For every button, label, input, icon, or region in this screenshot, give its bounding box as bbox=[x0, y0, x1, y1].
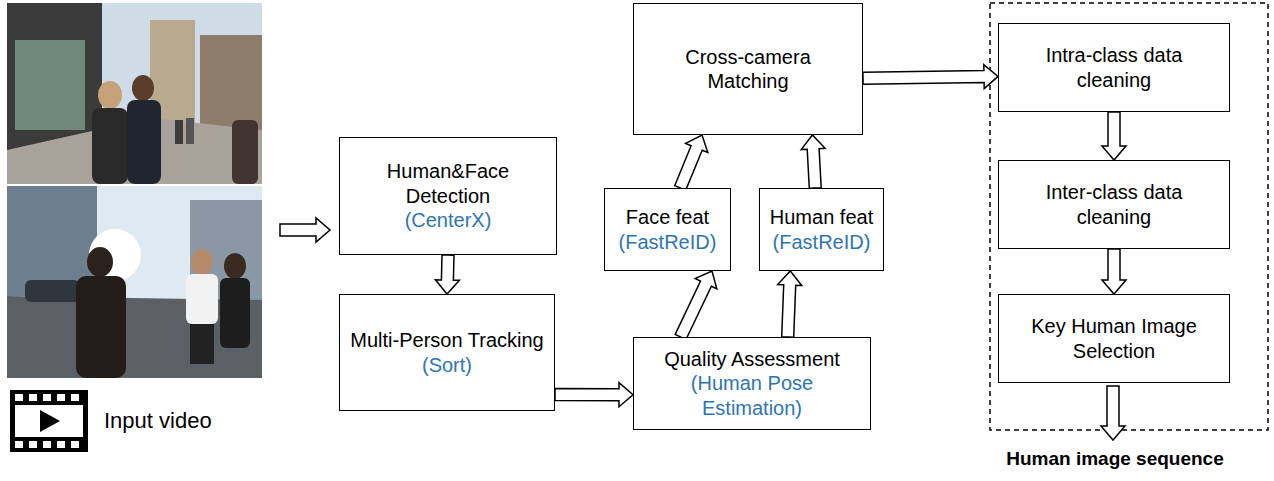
street-photo bbox=[7, 186, 262, 378]
box-content: Multi-Person Tracking(Sort) bbox=[350, 328, 543, 377]
box-content: Face feat(FastReID) bbox=[619, 205, 717, 254]
input-label: Input video bbox=[104, 408, 274, 434]
step-name: Face feat bbox=[619, 205, 717, 229]
block-arrow bbox=[863, 65, 998, 89]
block-arrow bbox=[1101, 386, 1125, 440]
box-content: Human&Face Detection(CenterX) bbox=[348, 159, 548, 232]
process-box: Intra-class data cleaning bbox=[998, 23, 1230, 112]
method-name: (Sort) bbox=[350, 353, 543, 377]
box-content: Human feat(FastReID) bbox=[770, 205, 873, 254]
method-name: (FastReID) bbox=[619, 230, 717, 254]
video-icon bbox=[10, 390, 88, 452]
step-name: Quality Assessment bbox=[642, 347, 862, 371]
process-box: Face feat(FastReID) bbox=[604, 188, 731, 271]
step-name: Key Human Image Selection bbox=[1007, 314, 1221, 363]
box-content: Key Human Image Selection bbox=[1007, 314, 1221, 363]
block-arrow bbox=[280, 218, 330, 242]
step-name: Intra-class data cleaning bbox=[1007, 43, 1221, 92]
box-content: Cross-camera Matching bbox=[642, 45, 854, 94]
process-box: Inter-class data cleaning bbox=[998, 160, 1230, 249]
method-name: (Human Pose Estimation) bbox=[642, 371, 862, 420]
block-arrow bbox=[1102, 112, 1126, 160]
output-label: Human image sequence bbox=[995, 448, 1235, 470]
street-photo bbox=[7, 3, 262, 184]
process-box: Human feat(FastReID) bbox=[759, 188, 884, 271]
block-arrow bbox=[555, 383, 633, 407]
method-name: (CenterX) bbox=[348, 208, 548, 232]
block-arrow bbox=[435, 255, 459, 294]
step-name: Cross-camera Matching bbox=[642, 45, 854, 94]
step-name: Multi-Person Tracking bbox=[350, 328, 543, 352]
process-box: Human&Face Detection(CenterX) bbox=[339, 137, 557, 255]
process-box: Multi-Person Tracking(Sort) bbox=[339, 294, 555, 411]
step-name: Inter-class data cleaning bbox=[1007, 180, 1221, 229]
box-content: Quality Assessment(Human Pose Estimation… bbox=[642, 347, 862, 420]
step-name: Human feat bbox=[770, 205, 873, 229]
method-name: (FastReID) bbox=[770, 230, 873, 254]
dashed-group bbox=[990, 3, 1268, 430]
box-content: Inter-class data cleaning bbox=[1007, 180, 1221, 229]
block-arrow bbox=[675, 135, 708, 190]
box-content: Intra-class data cleaning bbox=[1007, 43, 1221, 92]
block-arrow bbox=[801, 135, 825, 188]
process-box: Quality Assessment(Human Pose Estimation… bbox=[633, 337, 871, 430]
process-box: Cross-camera Matching bbox=[633, 3, 863, 135]
step-name: Human&Face Detection bbox=[348, 159, 548, 208]
block-arrow bbox=[675, 271, 717, 340]
block-arrow bbox=[1102, 249, 1126, 294]
block-arrow bbox=[778, 271, 802, 337]
process-box: Key Human Image Selection bbox=[998, 294, 1230, 383]
